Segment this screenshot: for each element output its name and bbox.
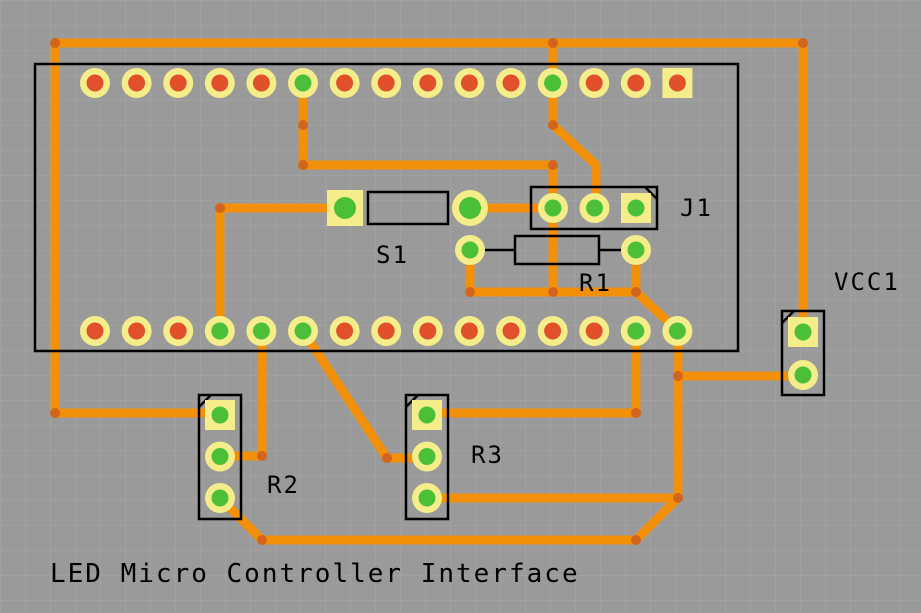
via — [631, 408, 641, 418]
r2-outline — [197, 393, 243, 521]
via — [465, 287, 475, 297]
r2-pad — [205, 483, 235, 513]
via — [798, 38, 808, 48]
mcu-bottom-pin-pad — [80, 316, 110, 346]
via — [298, 120, 308, 130]
r2-pad — [205, 441, 235, 472]
label-r1: R1 — [579, 269, 612, 297]
mcu-bottom-pin-pad — [246, 316, 277, 346]
j1-pad — [579, 193, 610, 223]
mcu-top-pin-pad — [121, 68, 152, 98]
via — [631, 535, 641, 545]
mcu-bottom-pin-pad — [537, 316, 568, 346]
vcc1-pad — [788, 317, 818, 347]
r1-pad — [621, 235, 651, 265]
mcu-bottom-pin-pad — [288, 316, 318, 346]
mcu-top-pin-pad — [496, 68, 526, 98]
r3-outline — [404, 393, 450, 521]
s1-pad — [327, 190, 363, 226]
mcu-top-pin-pad — [329, 68, 360, 98]
mcu-bottom-pin-pad — [163, 316, 194, 346]
mcu-top-pin-pad — [246, 68, 277, 98]
via — [215, 203, 225, 213]
mcu-top-pin-pad — [163, 68, 194, 98]
r3-pad — [412, 400, 442, 430]
s1-pad — [452, 190, 488, 226]
via — [257, 535, 267, 545]
mcu-top-pin-pad — [288, 68, 318, 98]
r2-pad — [205, 400, 235, 430]
mcu-bottom-pin-pad — [662, 316, 693, 346]
via — [548, 38, 558, 48]
j1-outline — [529, 185, 659, 231]
mcu-bottom-pin-pad — [329, 316, 360, 346]
via-layer — [50, 38, 808, 545]
via — [548, 287, 558, 297]
label-r3: R3 — [471, 441, 504, 469]
mcu-bottom-pin-pad — [579, 316, 610, 346]
mcu-bottom-pin-pad — [371, 316, 402, 346]
j1-pad — [621, 193, 651, 223]
mcu-bottom-pin-pad — [204, 316, 235, 346]
vcc1-outline — [780, 309, 826, 397]
r3-pad — [412, 441, 442, 472]
via — [673, 371, 683, 381]
mcu-top-pin-pad — [412, 68, 443, 98]
via — [257, 451, 267, 461]
r3-pad — [412, 483, 442, 513]
mcu-top-pin-pad — [620, 68, 651, 98]
mcu-bottom-pin-pad — [454, 316, 485, 346]
mcu-top-pin-pad — [579, 68, 610, 98]
via — [673, 493, 683, 503]
mcu-top-pin-pad — [454, 68, 485, 98]
label-r2: R2 — [267, 471, 300, 499]
label-j1: J1 — [680, 194, 713, 222]
mcu-bottom-pin-pad — [620, 316, 651, 346]
pad-layer — [80, 68, 818, 513]
mcu-top-pin-pad — [662, 68, 693, 98]
j1-pad — [538, 193, 568, 223]
label-s1: S1 — [376, 241, 409, 269]
via — [50, 38, 60, 48]
via — [631, 287, 641, 297]
via — [50, 408, 60, 418]
microcontroller-outline — [33, 62, 740, 353]
mcu-top-pin-pad — [371, 68, 402, 98]
mcu-top-pin-pad — [537, 68, 568, 98]
mcu-bottom-pin-pad — [121, 316, 152, 346]
mcu-top-pin-pad — [80, 68, 110, 98]
mcu-bottom-pin-pad — [496, 316, 526, 346]
vcc1-pad — [788, 360, 818, 390]
s1-body — [366, 190, 450, 226]
mcu-bottom-pin-pad — [412, 316, 443, 346]
via — [298, 160, 308, 170]
label-vcc1: VCC1 — [834, 268, 900, 296]
mcu-top-pin-pad — [204, 68, 235, 98]
via — [548, 120, 558, 130]
via — [382, 453, 392, 463]
r1-pad — [455, 235, 485, 265]
board-title: LED Micro Controller Interface — [50, 559, 580, 589]
via — [548, 160, 558, 170]
